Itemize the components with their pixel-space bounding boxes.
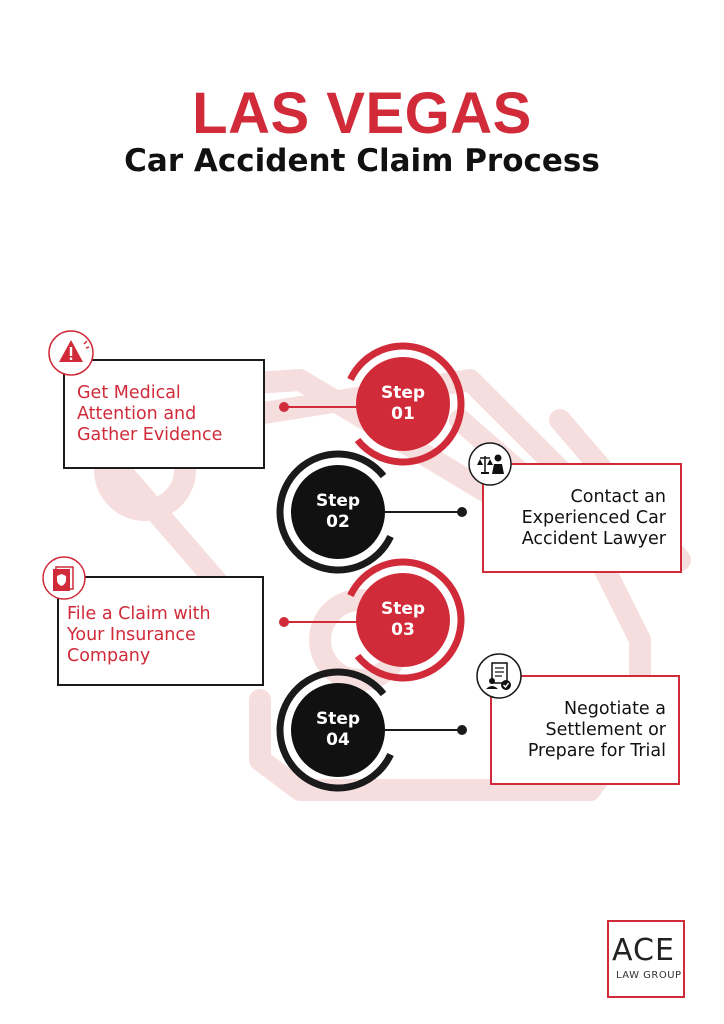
page-title: LAS VEGAS (192, 81, 532, 146)
step-04-description: Negotiate a Settlement or Prepare for Tr… (527, 699, 666, 761)
warning-icon (48, 330, 94, 376)
step-03-label: Step 03 (343, 599, 463, 641)
step-01-description: Get Medical Attention and Gather Evidenc… (77, 383, 223, 445)
step-01-node (279, 342, 465, 466)
step-01-word: Step (380, 383, 426, 403)
logo-frame (607, 920, 685, 998)
step-04-label: Step 04 (278, 709, 398, 751)
step-01-label: Step 01 (343, 383, 463, 425)
step-04-card: Negotiate a Settlement or Prepare for Tr… (490, 675, 680, 785)
step-04-node (276, 668, 467, 792)
step-01-number: 01 (391, 404, 415, 424)
step-04-number: 04 (326, 730, 350, 750)
step-03-card: File a Claim with Your Insurance Company (57, 576, 264, 686)
insurance-document-icon (42, 556, 86, 600)
logo-name: ACE (612, 933, 675, 968)
page-subtitle: Car Accident Claim Process (124, 143, 600, 179)
step-02-card: Contact an Experienced Car Accident Lawy… (482, 463, 682, 573)
step-03-node (279, 558, 465, 682)
step-02-label: Step 02 (278, 491, 398, 533)
settlement-document-icon (476, 653, 522, 699)
step-03-word: Step (380, 599, 426, 619)
step-02-description: Contact an Experienced Car Accident Lawy… (521, 487, 666, 549)
lawyer-scales-icon (468, 442, 512, 486)
step-01-card: Get Medical Attention and Gather Evidenc… (63, 359, 265, 469)
step-03-description: File a Claim with Your Insurance Company (67, 604, 211, 666)
step-02-node (276, 450, 467, 574)
logo-subtitle: LAW GROUP (616, 970, 682, 981)
step-02-word: Step (315, 491, 361, 511)
step-04-word: Step (315, 709, 361, 729)
step-02-number: 02 (326, 512, 350, 532)
step-03-number: 03 (391, 620, 415, 640)
